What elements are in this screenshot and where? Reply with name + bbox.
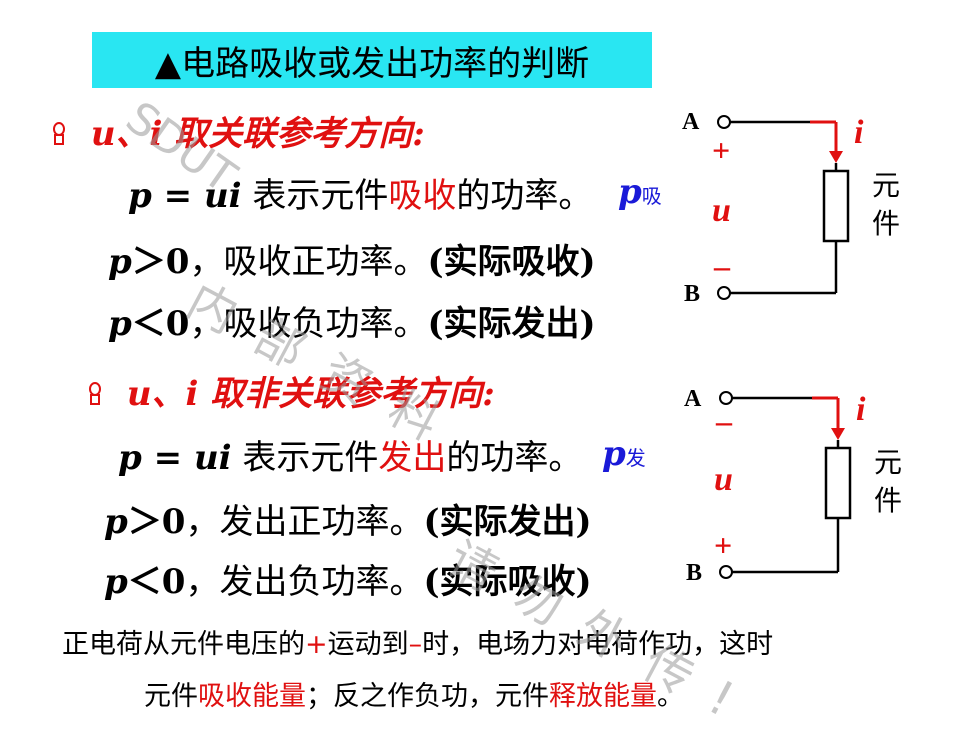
symbol-sub: 发 (625, 446, 646, 470)
formula-highlight: 发出 (378, 438, 447, 478)
section1-positive: p＞0，吸收正功率。(实际吸收) (108, 234, 596, 283)
voltage-label: u (712, 192, 731, 229)
cond-text: ，发出负功率。 (185, 562, 424, 602)
cond-p: p (108, 242, 132, 282)
cond-text: ，吸收负功率。 (189, 304, 428, 344)
terminal-b (717, 286, 731, 300)
note-text: 元件 (144, 681, 198, 712)
symbol-sub: 吸 (641, 184, 662, 208)
terminal-a-label: A (682, 109, 700, 135)
cond-value: ＜0 (127, 562, 186, 602)
formula-desc: 表示元件 (241, 176, 389, 216)
terminal-b-label: B (686, 560, 702, 586)
cond-p: p (108, 304, 132, 344)
section2-symbol: p发 (602, 434, 646, 474)
cond-text: ，吸收正功率。 (189, 242, 428, 282)
section2-heading-row: u、i 取非关联参考方向: (88, 366, 495, 416)
note-minus: – (408, 629, 423, 660)
page-title: ▲电路吸收或发出功率的判断 (92, 32, 652, 88)
terminal-a (717, 115, 731, 129)
symbol-p: p (602, 434, 626, 474)
section1-heading-row: u、i 取关联参考方向: (52, 106, 425, 156)
polarity-bottom: + (714, 527, 732, 563)
element-label-2: 件 (874, 485, 902, 517)
section2-positive: p＞0，发出正功率。(实际发出) (104, 494, 592, 543)
note-line-2: 元件吸收能量；反之作负功，元件释放能量。 (144, 674, 684, 713)
voltage-label: u (714, 461, 733, 498)
formula-desc-end: 的功率。 (456, 176, 593, 216)
polarity-top: + (712, 132, 730, 168)
cond-paren: (实际吸收) (423, 562, 592, 602)
formula-desc-end: 的功率。 (446, 438, 583, 478)
formula-ui: ui (203, 176, 242, 216)
cond-paren: (实际吸收) (427, 242, 596, 282)
polarity-bottom: – (713, 248, 731, 284)
bulb-icon (52, 116, 66, 156)
cond-text: ，发出正功率。 (185, 502, 424, 542)
formula-p: p (128, 176, 152, 216)
section2-negative: p＜0，发出负功率。(实际吸收) (104, 554, 592, 603)
cond-value: ＜0 (131, 304, 190, 344)
note-text: 运动到 (327, 629, 409, 660)
circuit-diagram-associated: A B i + u – 元 件 (682, 109, 900, 307)
note-text: 时，电场力对电荷作功，这时 (422, 629, 774, 660)
note-text: ；反之作负功，元件 (306, 681, 549, 712)
note-text: 。 (657, 681, 684, 712)
symbol-p: p (618, 172, 642, 212)
terminal-b (719, 565, 733, 579)
cond-p: p (104, 562, 128, 602)
note-plus: + (305, 629, 328, 660)
circuit-diagram-non-associated: A B i – u + 元 件 (684, 386, 902, 586)
element-label-1: 元 (874, 448, 902, 479)
formula-p: p (118, 438, 142, 478)
cond-value: ＞0 (127, 502, 186, 542)
note-line-1: 正电荷从元件电压的+运动到–时，电场力对电荷作功，这时 (62, 622, 773, 661)
formula-ui: ui (193, 438, 232, 478)
cond-value: ＞0 (131, 242, 190, 282)
element-resistor (822, 169, 850, 243)
current-label: i (854, 114, 864, 151)
section1-formula: p = ui 表示元件吸收的功率。 (128, 168, 592, 217)
current-label: i (856, 391, 866, 428)
section1-negative: p＜0，吸收负功率。(实际发出) (108, 296, 596, 345)
current-arrow-head (829, 151, 843, 163)
note-absorb: 吸收能量 (198, 681, 306, 712)
section1-heading: u、i 取关联参考方向: (90, 114, 425, 154)
formula-highlight: 吸收 (388, 176, 457, 216)
current-arrow-head (831, 428, 845, 440)
element-resistor (824, 446, 852, 520)
terminal-b-label: B (684, 281, 700, 307)
element-label-2: 件 (872, 208, 900, 240)
terminal-a-label: A (684, 386, 702, 412)
cond-paren: (实际发出) (427, 304, 596, 344)
bulb-icon (88, 376, 102, 416)
formula-desc: 表示元件 (231, 438, 379, 478)
formula-eq: = (151, 176, 204, 216)
element-label-1: 元 (872, 171, 900, 202)
cond-paren: (实际发出) (423, 502, 592, 542)
note-text: 正电荷从元件电压的 (62, 629, 305, 660)
section2-heading: u、i 取非关联参考方向: (126, 374, 495, 414)
formula-eq: = (141, 438, 194, 478)
section1-symbol: p吸 (618, 172, 662, 212)
page-title-text: ▲电路吸收或发出功率的判断 (154, 43, 590, 84)
note-release: 释放能量 (549, 681, 657, 712)
polarity-top: – (715, 403, 733, 439)
section2-formula: p = ui 表示元件发出的功率。 (118, 430, 582, 479)
cond-p: p (104, 502, 128, 542)
